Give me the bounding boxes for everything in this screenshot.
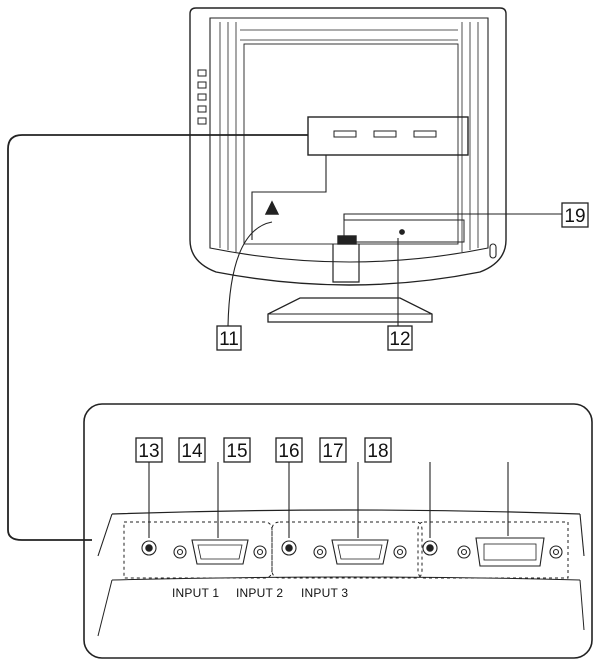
- connector-detail-panel: [83, 403, 593, 659]
- callout-11-label: 11: [219, 329, 239, 350]
- stand-neck: [332, 244, 360, 283]
- connector-cover: [307, 116, 469, 156]
- callout-12-label: 12: [389, 329, 410, 350]
- input2-connectors: [281, 539, 407, 565]
- callout-16-label: 16: [278, 441, 299, 462]
- power-switch: [337, 235, 357, 245]
- callout-14-label: 14: [181, 441, 203, 462]
- audio-jack-input1: [141, 540, 157, 556]
- audio-jack-input2: [281, 540, 297, 556]
- callout-13: 13: [135, 437, 163, 463]
- detail-routing-line: [7, 134, 308, 541]
- callout-11: 11: [216, 325, 242, 351]
- input3-connectors: [422, 537, 563, 567]
- callout-18-label: 18: [367, 441, 388, 462]
- back-panel: [209, 17, 489, 263]
- callout-15-label: 15: [226, 441, 247, 462]
- dvi-connector-input3: [475, 537, 545, 567]
- stand-base: [267, 297, 433, 323]
- monitor-cabinet: [189, 7, 507, 286]
- input2-label: INPUT 2: [236, 586, 283, 600]
- callout-19-label: 19: [564, 206, 585, 227]
- callout-12: 12: [387, 325, 413, 351]
- input3-group-outline: [417, 521, 569, 579]
- callout-13-label: 13: [138, 441, 159, 462]
- arrow-up-icon: [264, 200, 280, 215]
- side-control-buttons: [197, 69, 207, 125]
- hd15-connector-input2: [331, 539, 389, 565]
- connector-housing: [111, 509, 581, 515]
- input1-label: INPUT 1: [172, 586, 219, 600]
- detail-frame: [83, 403, 593, 659]
- input3-label: INPUT 3: [301, 586, 348, 600]
- callout-16: 16: [275, 437, 303, 463]
- input2-group-outline: [271, 521, 423, 579]
- input1-connectors: [141, 539, 267, 565]
- hd15-connector-input1: [191, 539, 249, 565]
- callout-17-label: 17: [322, 441, 343, 462]
- detail-leader-lines: [148, 462, 509, 538]
- audio-jack-input3: [422, 540, 438, 556]
- cable-routing-outline: [251, 155, 327, 240]
- input1-group-outline: [123, 521, 273, 579]
- security-lock-hole: [399, 229, 405, 235]
- monitor-leader-lines: [227, 213, 564, 327]
- callout-19: 19: [561, 202, 589, 228]
- monitor-rear-view: [189, 7, 507, 323]
- callout-15: 15: [223, 437, 251, 463]
- callout-14: 14: [178, 437, 206, 463]
- callout-17: 17: [319, 437, 347, 463]
- callout-18: 18: [364, 437, 392, 463]
